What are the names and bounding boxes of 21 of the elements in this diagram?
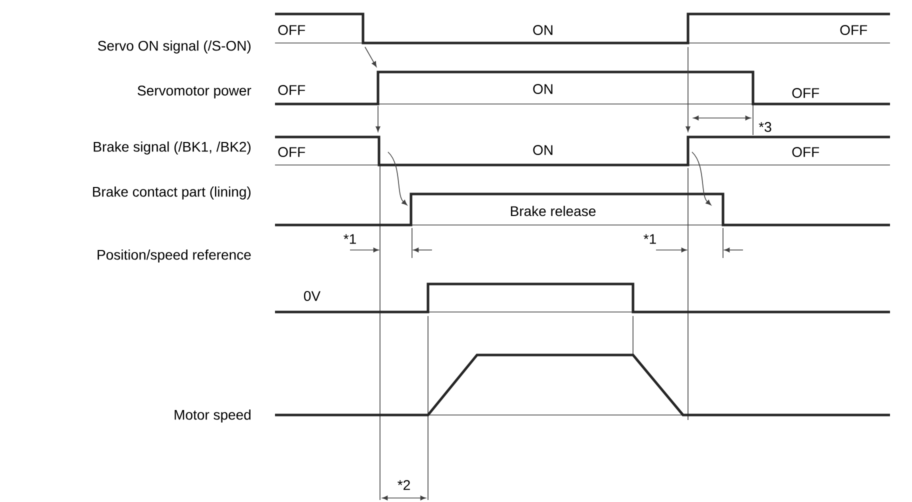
signal-name: Position/speed reference	[98, 249, 251, 263]
signal-name: Brake signal (/BK1, /BK2)	[94, 141, 251, 155]
signal-name: Servo ON signal (/S-ON)	[98, 40, 250, 54]
state-label: OFF	[840, 25, 868, 35]
state-label: ON	[533, 84, 552, 94]
signal-name: Brake contact part (lining)	[93, 186, 250, 200]
state-label: ON	[533, 145, 552, 155]
signal-name: Servomotor power	[138, 86, 252, 98]
state-label: OFF	[278, 25, 306, 35]
state-label: OFF	[278, 147, 306, 157]
state-label: OFF	[792, 147, 820, 157]
state-label: OFF	[278, 85, 306, 95]
signal-name: Motor speed	[174, 409, 250, 423]
state-label: ON	[533, 25, 552, 35]
footnote-mark: *3	[758, 122, 772, 132]
footnote-mark: *1	[344, 234, 356, 244]
state-label: 0V	[304, 291, 320, 301]
state-label: Brake release	[510, 206, 596, 216]
footnote-mark: *2	[398, 480, 410, 490]
footnote-mark: *1	[644, 234, 656, 244]
state-label: OFF	[792, 88, 820, 98]
